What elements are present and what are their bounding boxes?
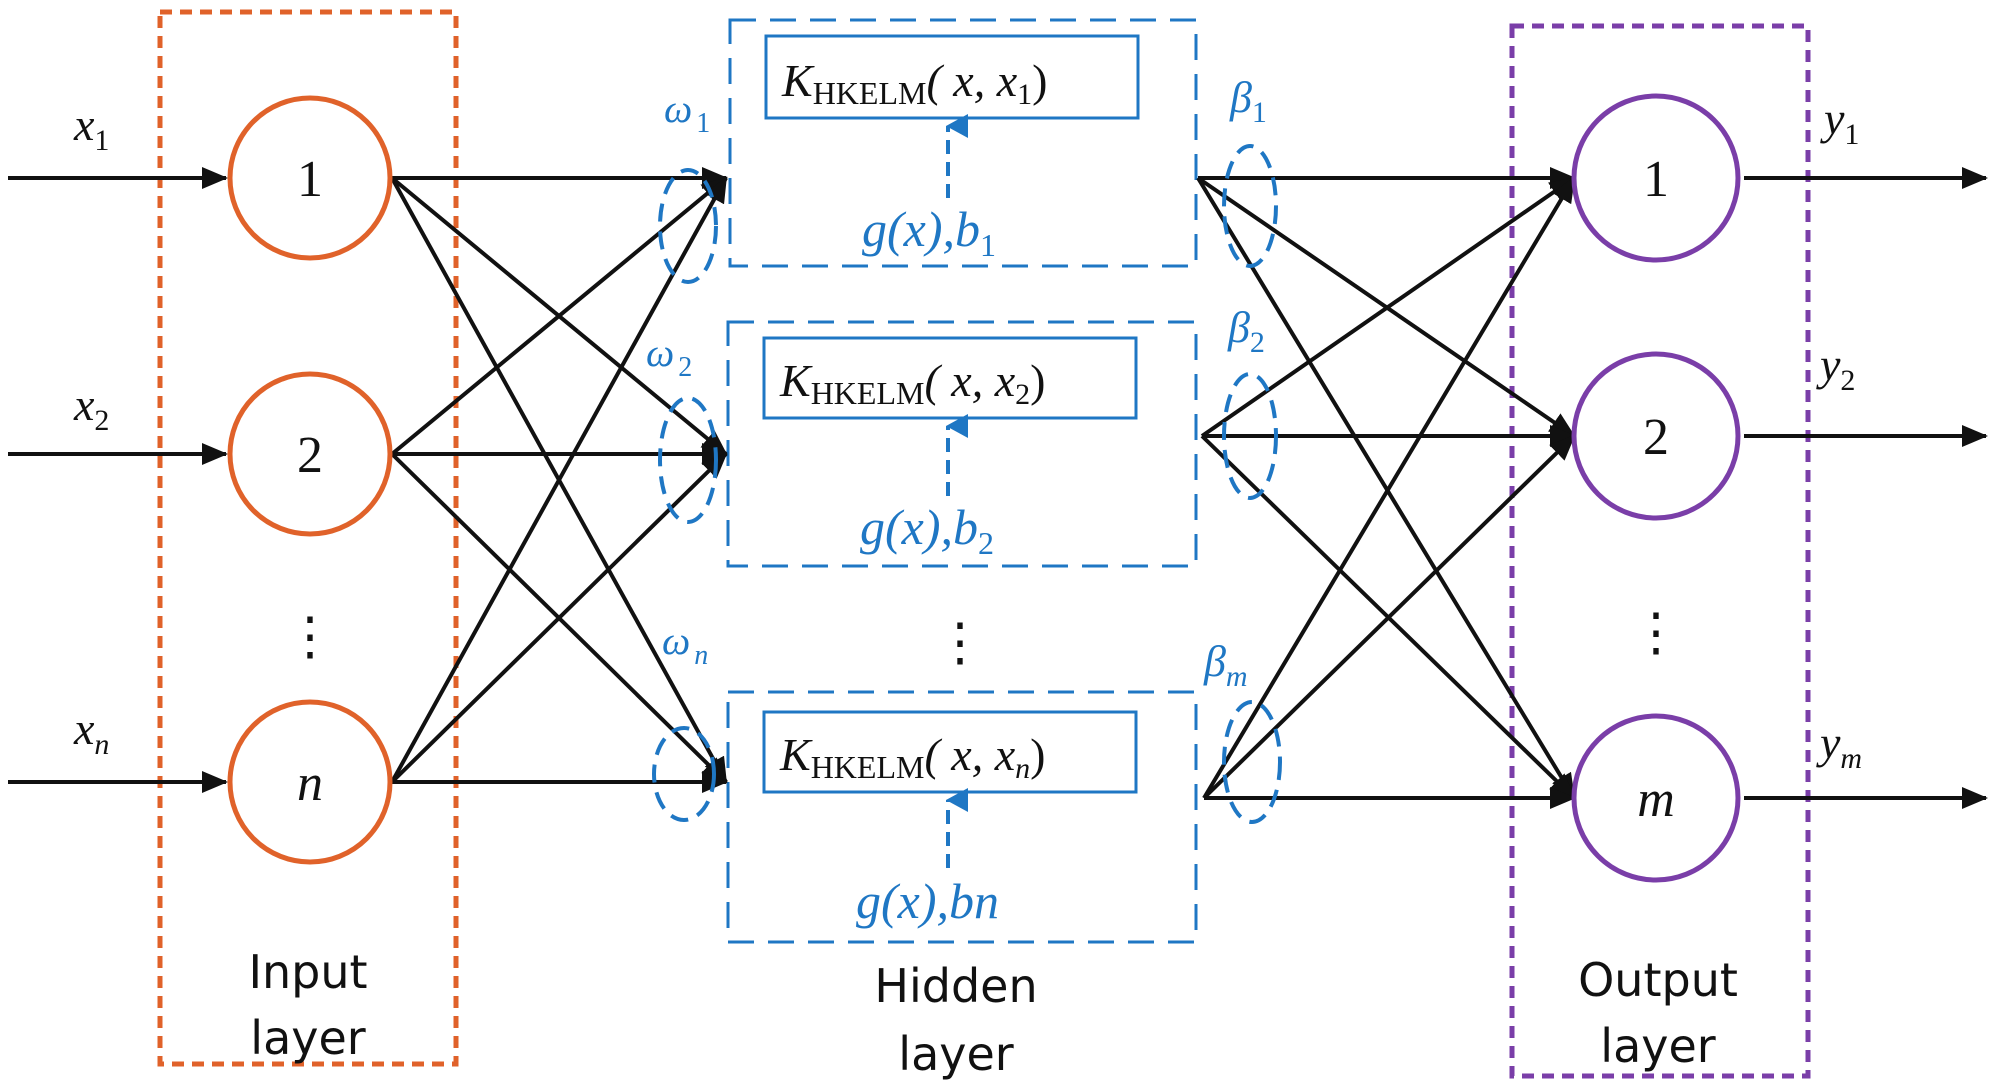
output-layer-label-line1: Output [1578,953,1738,1007]
input-hidden-connections [390,167,728,793]
output-layer-label-line2: layer [1600,1019,1715,1073]
kernel-2-text: KHKELM( x, x2) [779,355,1045,411]
hidden-unit-1-box [728,18,1198,268]
hidden-ellipsis: ⋮ [934,615,986,672]
output-ellipsis: ⋮ [1630,605,1682,662]
hidden-layer-label-line1: Hidden [874,959,1037,1013]
output-label-y1: y1 [1820,93,1859,151]
activation-2-text: g(x),b2 [860,499,994,561]
beta-1-label: β1 [1229,73,1267,129]
input-layer-label-line2: layer [250,1011,365,1065]
beta-2-label: β2 [1227,303,1265,359]
output-node-m-label: m [1637,771,1675,828]
activation-1-text: g(x),b1 [862,201,996,263]
kernel-1-text: KHKELM( x, x1) [781,55,1047,111]
hidden-unit-2-box [726,320,1198,568]
beta-m-ellipse [1222,700,1282,824]
hidden-output-connections [1196,167,1576,809]
omega-2-ellipse [658,396,718,524]
input-node-n: n [227,699,393,865]
omega-n-ellipse [652,726,716,822]
beta-1-ellipse [1222,144,1278,268]
output-node-2: 2 [1571,351,1741,521]
output-node-m: m [1571,713,1741,883]
input-node-1: 1 [227,95,393,261]
output-layer-box [1509,23,1811,1079]
input-node-n-label: n [297,755,323,812]
input-node-2: 2 [227,371,393,537]
input-node-2-label: 2 [297,427,323,484]
omega-1-ellipse [658,168,718,284]
beta-2-ellipse [1222,372,1278,500]
output-label-ym: ym [1816,717,1862,775]
input-label-xn: xn [73,703,109,761]
hidden-layer-label-line2: layer [898,1027,1013,1081]
beta-m-label: βm [1203,637,1248,693]
activation-n-text: g(x),bn [856,873,999,929]
kernel-n-text: KHKELM( x, xn) [779,729,1045,785]
input-ellipsis: ⋮ [284,609,336,666]
weight-ellipses [652,144,1282,824]
input-node-1-label: 1 [297,151,323,208]
input-label-x1: x1 [73,99,109,157]
input-label-x2: x2 [73,379,109,437]
output-node-2-label: 2 [1643,409,1669,466]
input-layer-label-line1: Input [248,945,367,999]
output-label-y2: y2 [1816,339,1855,397]
output-node-1: 1 [1571,93,1741,263]
input-layer-box [157,9,459,1067]
output-node-1-label: 1 [1643,151,1669,208]
